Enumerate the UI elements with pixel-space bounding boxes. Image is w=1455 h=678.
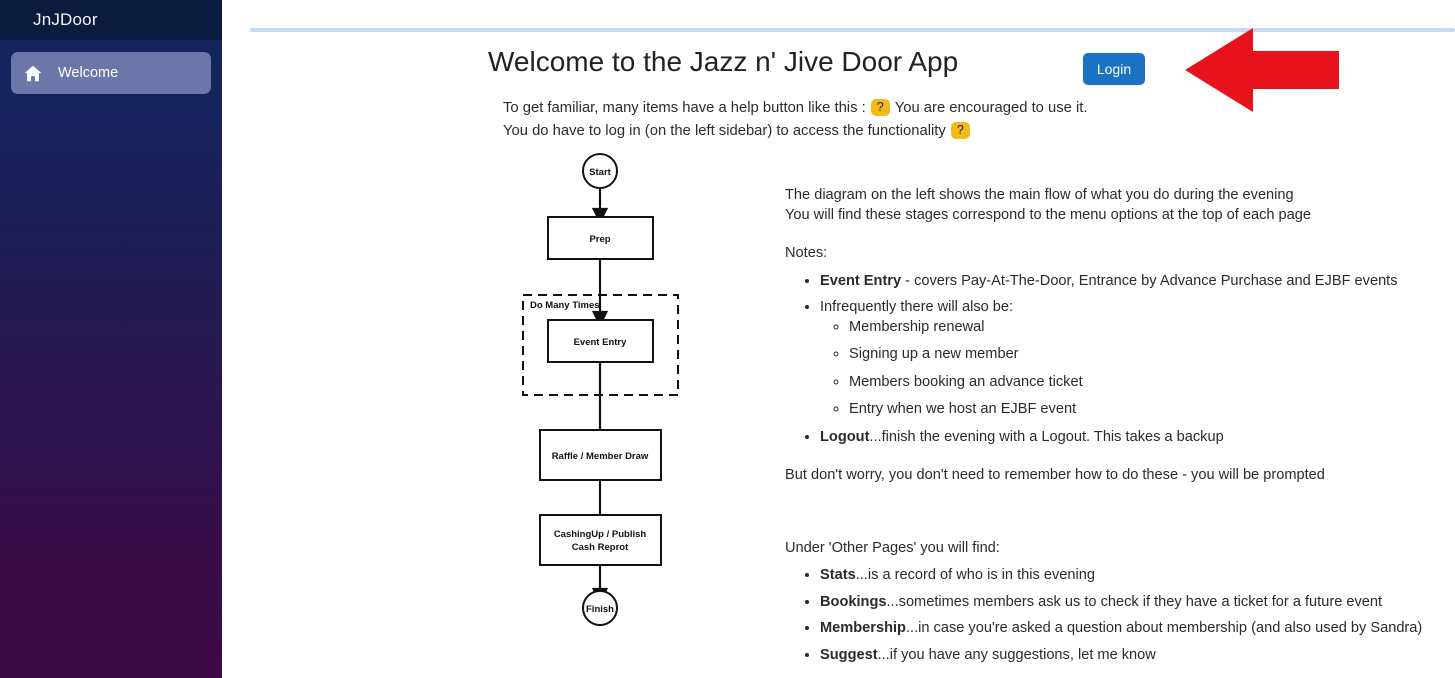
- note-logout-bold: Logout: [820, 428, 870, 445]
- sidebar-brand[interactable]: JnJDoor: [0, 0, 222, 40]
- info-column: The diagram on the left shows the main f…: [785, 186, 1445, 672]
- page-header: Welcome to the Jazz n' Jive Door App Log…: [222, 46, 1455, 92]
- home-icon: [24, 65, 46, 82]
- list-item: Infrequently there will also be: Members…: [820, 298, 1445, 420]
- login-button[interactable]: Login: [1083, 53, 1145, 85]
- diagram-node-cashingup-label-1: CashingUp / Publish: [554, 529, 647, 540]
- list-item: Stats...is a record of who is in this ev…: [820, 566, 1445, 586]
- intro-line-1-after: You are encouraged to use it.: [894, 99, 1088, 116]
- notes-sublist: Membership renewal Signing up a new memb…: [820, 318, 1445, 420]
- sidebar: JnJDoor Welcome: [0, 0, 222, 678]
- diagram-node-event-entry-label: Event Entry: [574, 337, 628, 348]
- info-intro-2: You will find these stages correspond to…: [785, 206, 1312, 223]
- list-item: Membership renewal: [849, 318, 1445, 338]
- list-item: Bookings...sometimes members ask us to c…: [820, 593, 1445, 613]
- sidebar-nav: Welcome: [0, 40, 222, 94]
- note-event-entry-rest: - covers Pay-At-The-Door, Entrance by Ad…: [901, 272, 1398, 289]
- other-stats-bold: Stats: [820, 567, 856, 583]
- diagram-node-finish: [582, 590, 618, 626]
- list-item: Entry when we host an EJBF event: [849, 400, 1445, 420]
- help-icon[interactable]: ?: [870, 99, 890, 116]
- diagram-node-raffle-label: Raffle / Member Draw: [552, 451, 649, 462]
- diagram-node-prep-label: Prep: [589, 234, 610, 245]
- diagram-node-cashingup-label-2: Cash Reprot: [572, 542, 629, 553]
- other-suggest-bold: Suggest: [820, 646, 878, 663]
- diagram-node-cashingup: [539, 514, 662, 566]
- red-arrow-annotation-icon: [1185, 27, 1339, 113]
- other-pages-list: Stats...is a record of who is in this ev…: [785, 566, 1445, 665]
- other-pages-heading: Under 'Other Pages' you will find:: [785, 539, 1000, 556]
- list-item: Event Entry - covers Pay-At-The-Door, En…: [820, 272, 1445, 292]
- intro-line-2: You do have to log in (on the left sideb…: [503, 122, 975, 139]
- diagram-node-raffle: [539, 429, 662, 481]
- evening-flow-diagram: Do Many Times Start Prep Event Entry: [492, 142, 692, 642]
- notes-heading: Notes:: [785, 245, 828, 261]
- diagram-node-prep: [547, 216, 654, 260]
- list-item: Signing up a new member: [849, 345, 1445, 365]
- reassurance-text: But don't worry, you don't need to remem…: [785, 467, 1325, 483]
- sidebar-item-welcome[interactable]: Welcome: [11, 52, 211, 94]
- other-bookings-bold: Bookings: [820, 593, 887, 610]
- sidebar-item-label: Welcome: [58, 65, 119, 81]
- notes-list: Event Entry - covers Pay-At-The-Door, En…: [785, 272, 1445, 448]
- other-stats-rest: ...is a record of who is in this evening: [855, 567, 1095, 583]
- top-divider: [250, 28, 1455, 32]
- note-infrequent-rest: Infrequently there will also be:: [820, 299, 1014, 315]
- other-membership-bold: Membership: [820, 620, 906, 636]
- note-event-entry-bold: Event Entry: [820, 272, 902, 289]
- intro-line-1-before: To get familiar, many items have a help …: [503, 99, 866, 116]
- brand-title: JnJDoor: [33, 10, 98, 29]
- diagram-node-event-entry: [547, 319, 654, 363]
- list-item: Suggest...if you have any suggestions, l…: [820, 646, 1445, 666]
- intro-line-1: To get familiar, many items have a help …: [503, 99, 1088, 116]
- help-icon[interactable]: ?: [950, 122, 970, 139]
- other-bookings-rest: ...sometimes members ask us to check if …: [886, 593, 1383, 610]
- page-title: Welcome to the Jazz n' Jive Door App: [488, 46, 959, 77]
- diagram-loop-label: Do Many Times: [530, 300, 600, 311]
- info-intro-1: The diagram on the left shows the main f…: [785, 187, 1294, 203]
- list-item: Logout...finish the evening with a Logou…: [820, 428, 1445, 448]
- list-item: Members booking an advance ticket: [849, 373, 1445, 393]
- intro-line-2-before: You do have to log in (on the left sideb…: [503, 122, 946, 139]
- note-logout-rest: ...finish the evening with a Logout. Thi…: [869, 428, 1224, 445]
- other-suggest-rest: ...if you have any suggestions, let me k…: [877, 646, 1156, 663]
- diagram-node-finish-label: Finish: [586, 604, 614, 615]
- diagram-node-start-label: Start: [589, 167, 611, 178]
- main-content: Welcome to the Jazz n' Jive Door App Log…: [222, 0, 1455, 678]
- other-membership-rest: ...in case you're asked a question about…: [905, 620, 1423, 636]
- diagram-node-start: [582, 153, 618, 189]
- list-item: Membership...in case you're asked a ques…: [820, 619, 1445, 639]
